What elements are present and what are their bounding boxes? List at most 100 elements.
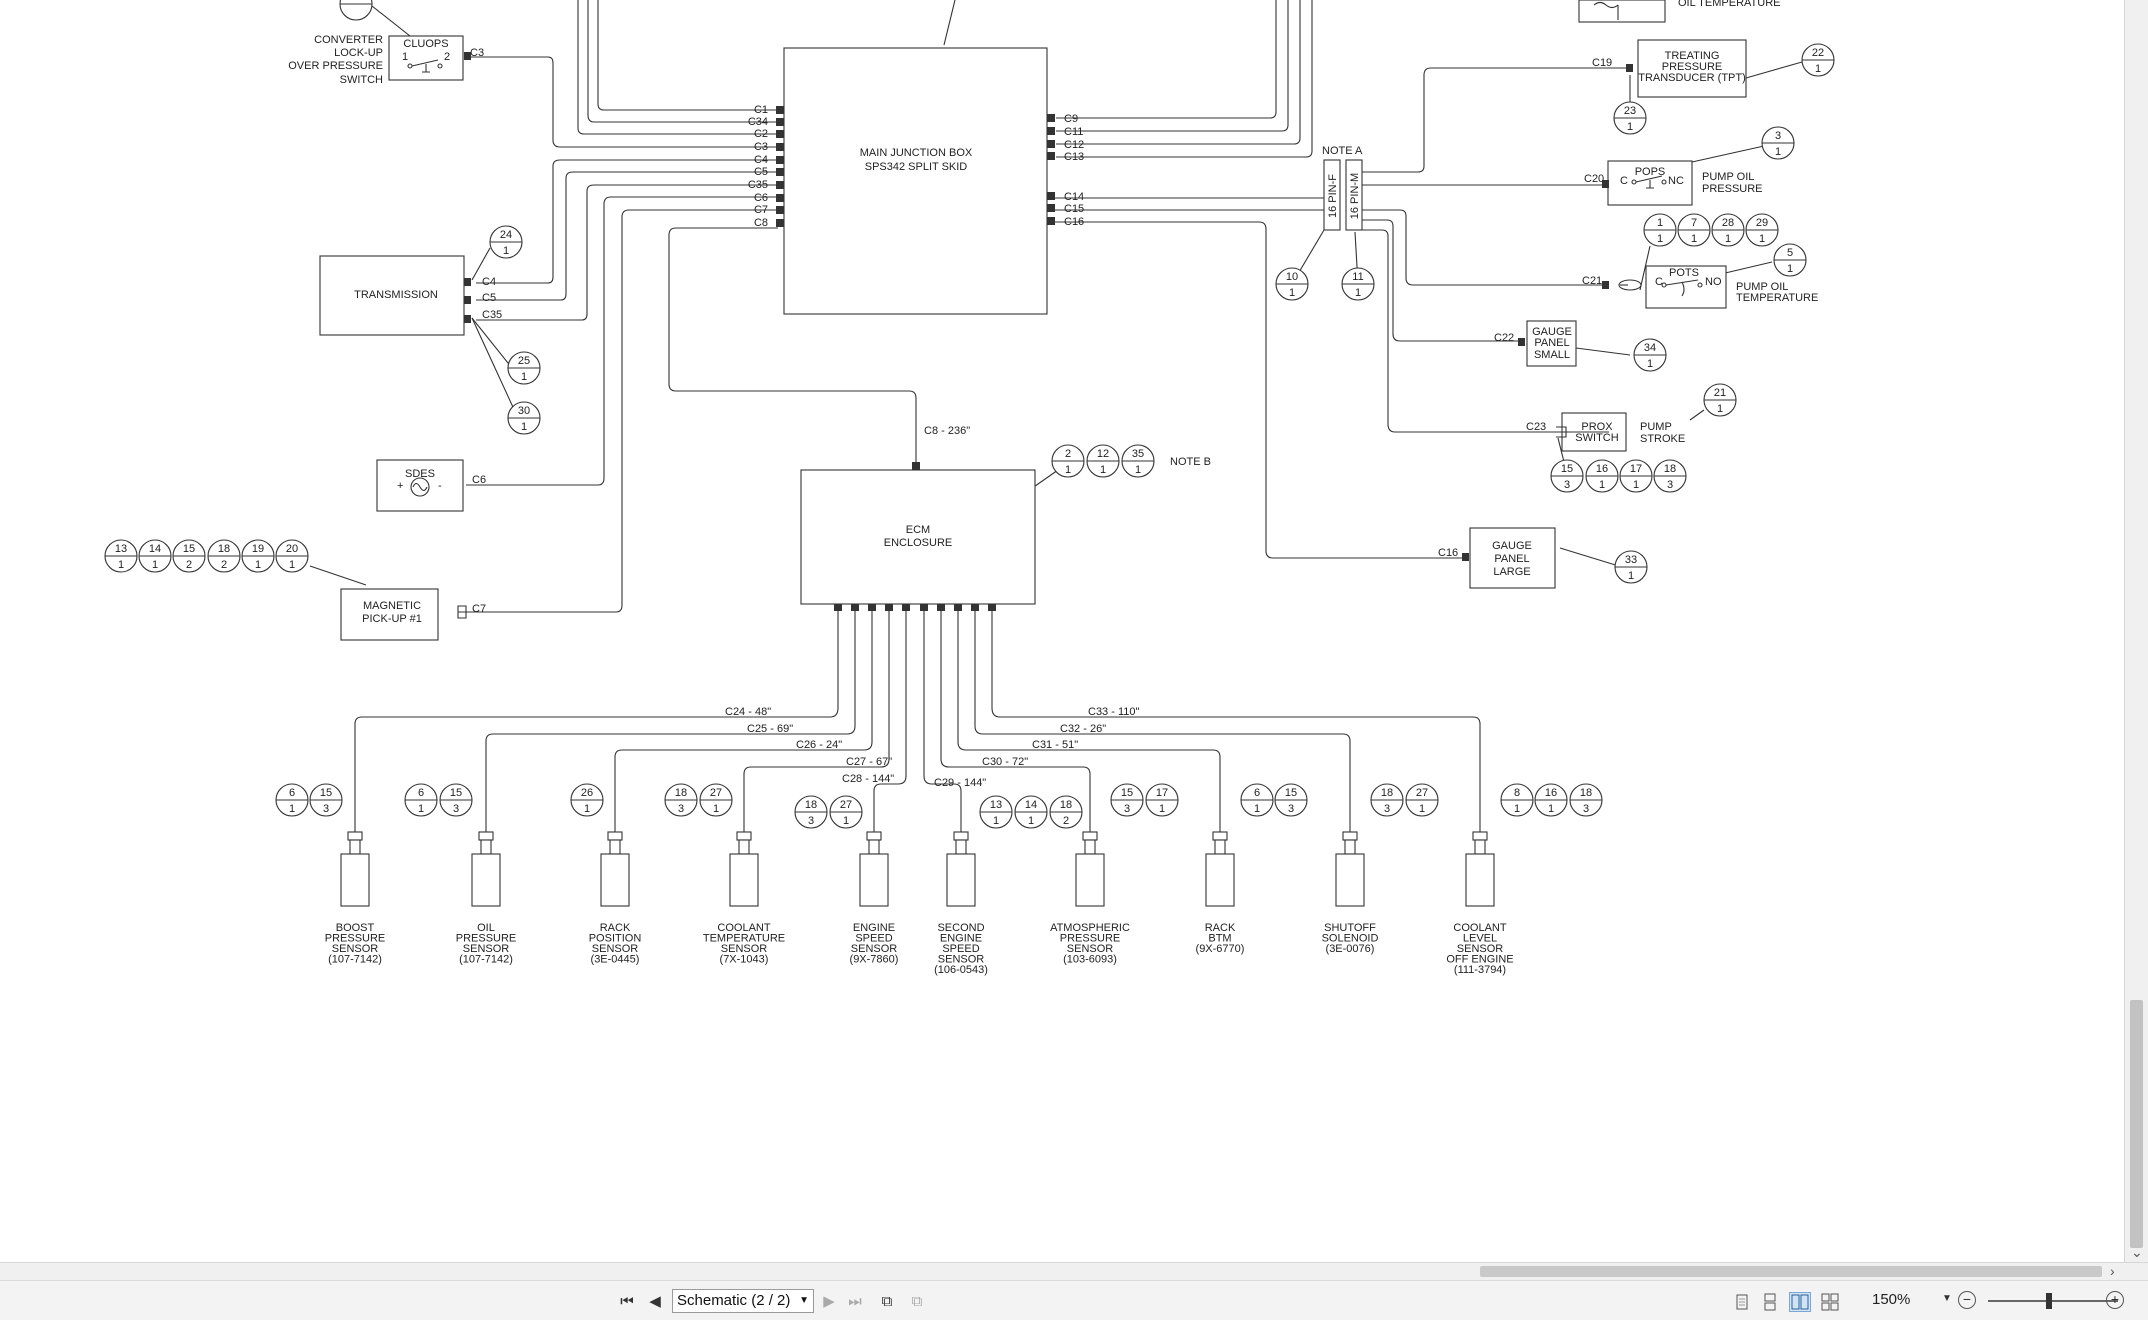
- balloon-top-number: 17: [1630, 463, 1642, 475]
- balloon-top-number: 10: [1286, 271, 1298, 283]
- page-select[interactable]: Schematic (2 / 2) ▼: [672, 1289, 814, 1313]
- facing-view-icon[interactable]: [1789, 1292, 1811, 1312]
- horizontal-scroll-thumb[interactable]: [1480, 1266, 2102, 1277]
- balloon-top-number: 6: [418, 787, 424, 799]
- main-left-pin-marker: [776, 168, 784, 176]
- cable-length-label: C26 - 24": [796, 739, 842, 751]
- next-view-icon[interactable]: ⧉: [911, 1293, 923, 1310]
- scroll-down-arrow-icon[interactable]: ⌄: [2131, 1244, 2143, 1260]
- cluops-pin: C3: [470, 47, 484, 59]
- reference-balloon: 291: [1745, 213, 1779, 247]
- cluops-desc-1: LOCK-UP: [334, 47, 383, 59]
- ecm-bottom-pin-marker: [868, 604, 876, 611]
- sdes-minus: -: [438, 480, 442, 492]
- balloon-top-number: 28: [1722, 217, 1734, 229]
- cable-length-label: C32 - 26": [1060, 723, 1106, 735]
- main-left-pin-marker: [776, 156, 784, 164]
- main-right-pin-label: C11: [1064, 126, 1083, 138]
- note-b: NOTE B: [1170, 456, 1211, 468]
- sensor-connector: [955, 839, 967, 855]
- reference-balloon: 61: [275, 783, 309, 817]
- zoom-slider[interactable]: [1988, 1300, 2118, 1302]
- main-right-pin-marker: [1047, 114, 1055, 122]
- balloon-bottom-number: 1: [1355, 287, 1361, 299]
- document-viewport[interactable]: MAIN JUNCTION BOX SPS342 SPLIT SKID ECM …: [0, 0, 2124, 1262]
- previous-page-icon[interactable]: ◀: [649, 1293, 661, 1310]
- first-page-icon[interactable]: ⏮: [620, 1293, 634, 1310]
- main-left-pin-label: C5: [754, 166, 768, 178]
- scroll-right-arrow-icon[interactable]: ›: [2110, 1263, 2115, 1279]
- balloon-top-number: 18: [1381, 787, 1393, 799]
- reference-balloon: 301: [507, 401, 541, 435]
- reference-balloon: 182: [207, 539, 241, 573]
- ecm-bottom-pin-marker: [851, 604, 859, 611]
- continuous-facing-view-icon[interactable]: [1820, 1293, 1840, 1311]
- treating-line3: TRANSDUCER (TPT): [1638, 72, 1746, 84]
- sensor-connector: [480, 839, 492, 855]
- balloon-top-number: 22: [1812, 47, 1824, 59]
- continuous-view-icon[interactable]: [1760, 1293, 1780, 1311]
- balloon-bottom-number: 1: [1633, 479, 1639, 491]
- zoom-out-icon[interactable]: −: [1958, 1291, 1976, 1309]
- sensor-connector: [868, 839, 880, 855]
- balloon-top-number: 13: [115, 543, 127, 555]
- balloon-top-number: 24: [500, 229, 512, 241]
- connector-pin-marker: [464, 52, 471, 60]
- next-page-icon[interactable]: ▶: [823, 1293, 835, 1310]
- single-page-view-icon[interactable]: [1732, 1293, 1752, 1311]
- ecm-line2: ENCLOSURE: [884, 537, 952, 549]
- zoom-chevron-down-icon[interactable]: ▼: [1942, 1293, 1952, 1304]
- balloon-bottom-number: 3: [678, 803, 684, 815]
- pin-labels: C1C34C2C3C4C5C35C6C7C8C9C11C12C13C14C15C…: [748, 104, 1084, 229]
- sensor-label-line: BOOST: [336, 922, 375, 934]
- ecm-bottom-pin-marker: [885, 604, 893, 611]
- balloon-bottom-number: 1: [1514, 803, 1520, 815]
- cluops-title: CLUOPS: [403, 38, 448, 50]
- ecm-bottom-pin-marker: [954, 604, 962, 611]
- pops-pin: C20: [1584, 173, 1604, 185]
- vertical-scroll-thumb[interactable]: [2130, 1000, 2143, 1248]
- main-left-pin-label: C35: [748, 179, 768, 191]
- balloon-bottom-number: 2: [1063, 815, 1069, 827]
- horizontal-scrollbar[interactable]: ›: [0, 1262, 2148, 1280]
- sensor-label-line: RACK: [600, 922, 631, 934]
- reference-balloon: 153: [439, 783, 473, 817]
- main-left-pin-label: C2: [754, 128, 768, 140]
- sensor-label-line: SENSOR: [463, 943, 510, 955]
- main-right-pin-marker: [1047, 127, 1055, 135]
- cable-length-label: C28 - 144": [842, 773, 894, 785]
- ecm-cable-label: C8 - 236": [924, 425, 970, 437]
- balloon-top-number: 18: [805, 799, 817, 811]
- balloon-bottom-number: 1: [1159, 803, 1165, 815]
- prox-line2: SWITCH: [1575, 432, 1618, 444]
- balloon-bottom-number: 3: [323, 803, 329, 815]
- last-page-icon[interactable]: ⏭: [848, 1293, 862, 1310]
- balloon-top-number: 14: [1025, 799, 1037, 811]
- vertical-scrollbar[interactable]: ⌄: [2124, 0, 2148, 1262]
- zoom-level[interactable]: 150%: [1872, 1291, 1911, 1308]
- balloon-bottom-number: 3: [808, 815, 814, 827]
- zoom-slider-thumb[interactable]: [2046, 1293, 2052, 1309]
- balloon-top-number: 18: [1664, 463, 1676, 475]
- schematic-diagram: MAIN JUNCTION BOX SPS342 SPLIT SKID ECM …: [104, 0, 1835, 976]
- wires: [309, 0, 1803, 832]
- cable-length-label: C27 - 67": [846, 756, 892, 768]
- previous-view-icon[interactable]: ⧉: [881, 1293, 893, 1310]
- zoom-in-icon[interactable]: +: [2106, 1291, 2124, 1309]
- balloon-bottom-number: 1: [1787, 263, 1793, 275]
- sensor-plug: [953, 831, 969, 841]
- reference-balloon: 331: [1614, 550, 1648, 584]
- treating-line2: PRESSURE: [1662, 61, 1723, 73]
- pots-pin: C21: [1582, 275, 1602, 287]
- balloon-top-number: 15: [1285, 787, 1297, 799]
- pots-desc-1: TEMPERATURE: [1736, 292, 1818, 304]
- balloon-bottom-number: 2: [186, 559, 192, 571]
- balloon-bottom-number: 1: [1065, 464, 1071, 476]
- cluops-pin1: 1: [402, 51, 408, 63]
- balloon-bottom-number: 1: [152, 559, 158, 571]
- balloon-bottom-number: 1: [1647, 358, 1653, 370]
